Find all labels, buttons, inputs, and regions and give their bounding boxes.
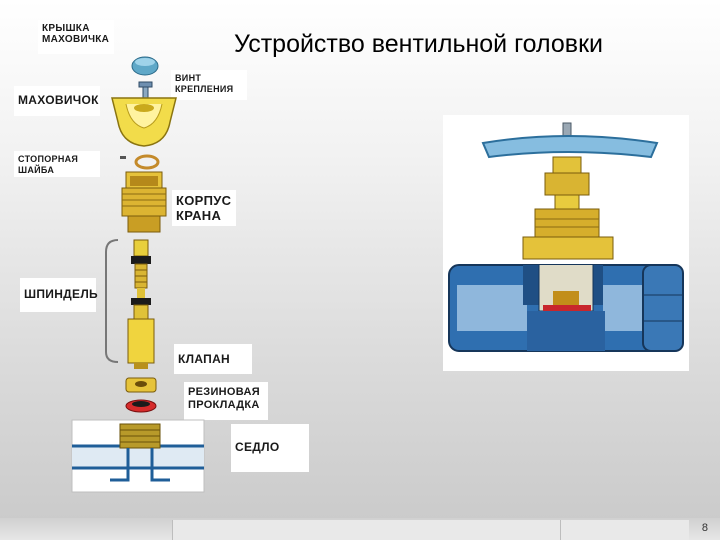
label-handwheel: МАХОВИЧОК (14, 86, 100, 116)
footer-segment (560, 520, 689, 540)
slide-title: Устройство вентильной головки (234, 30, 603, 58)
spindle-part (127, 239, 155, 369)
page-number: 8 (701, 522, 708, 534)
exploded-diagram (71, 56, 205, 493)
washer-part (120, 154, 160, 170)
footer-segment (172, 520, 561, 540)
label-valve: КЛАПАН (174, 344, 252, 374)
label-screw: ВИНТ КРЕПЛЕНИЯ (171, 70, 247, 100)
label-gasket: РЕЗИНОВАЯ ПРОКЛАДКА (184, 382, 268, 420)
gasket-part (125, 399, 157, 413)
seat-part (71, 419, 205, 493)
screw-part (138, 81, 153, 100)
label-seat: СЕДЛО (231, 424, 309, 472)
handwheel-part (111, 97, 177, 147)
label-body: КОРПУС КРАНА (172, 190, 236, 226)
label-washer: СТОПОРНАЯ ШАЙБА (14, 151, 100, 177)
cap-part (131, 56, 159, 76)
label-spindle: ШПИНДЕЛЬ (20, 278, 98, 312)
assembled-valve-image (443, 115, 689, 371)
valve-part (125, 377, 157, 393)
label-cap: КРЫШКА МАХОВИЧКА (38, 20, 114, 54)
body-part (121, 171, 167, 233)
